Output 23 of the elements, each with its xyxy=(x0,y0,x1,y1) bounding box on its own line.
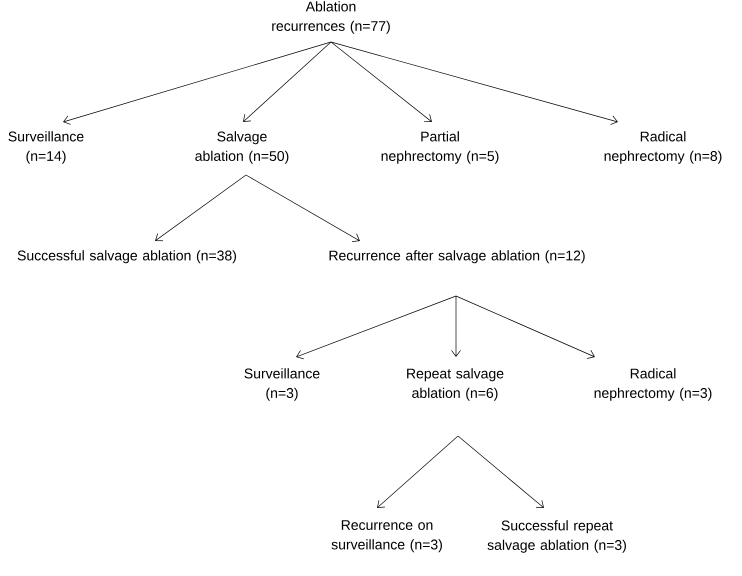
arrow xyxy=(63,42,332,125)
arrow xyxy=(243,42,332,122)
flow-text: Surveillance (n=14) xyxy=(8,131,84,164)
arrow xyxy=(456,296,595,359)
flow-text: Partial nephrectomy (n=5) xyxy=(382,131,498,164)
arrow xyxy=(330,42,618,125)
flow-text: Successful repeat salvage ablation (n=3) xyxy=(488,520,626,553)
flow-text: Recurrence on surveillance (n=3) xyxy=(332,520,442,552)
arrow xyxy=(246,174,360,242)
arrow xyxy=(155,174,246,242)
flow-text: Radical nephrectomy (n=8) xyxy=(604,131,722,164)
arrow xyxy=(458,436,544,508)
arrow xyxy=(451,296,461,357)
flow-text: Salvage ablation (n=50) xyxy=(195,131,288,164)
flow-text: Ablation recurrences (n=77) xyxy=(272,1,390,34)
arrow xyxy=(296,296,456,360)
flow-text: Surveillance (n=3) xyxy=(244,368,320,401)
arrow xyxy=(330,42,432,122)
flow-text: Successful salvage ablation (n=38) xyxy=(18,250,236,264)
arrow xyxy=(377,436,458,508)
flow-text: Repeat salvage ablation (n=6) xyxy=(407,368,504,401)
flow-text: Recurrence after salvage ablation (n=12) xyxy=(330,250,585,264)
flow-text: Radical nephrectomy (n=3) xyxy=(594,368,712,401)
